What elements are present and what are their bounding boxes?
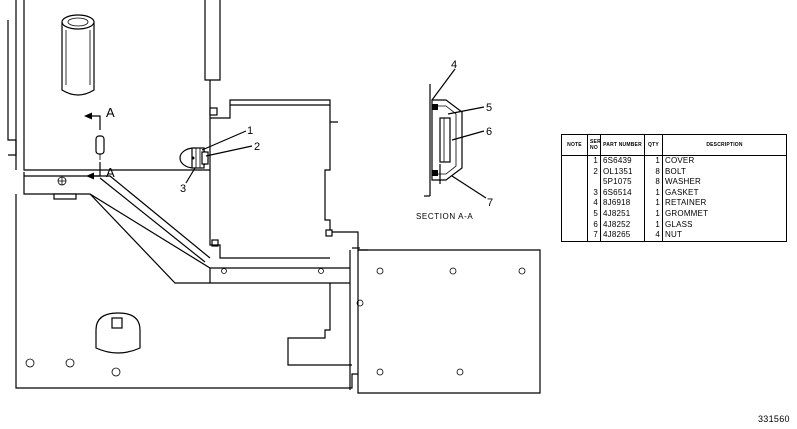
side-plate: [349, 247, 541, 394]
cell-part-number: OL1351: [600, 166, 645, 178]
table-header-row: NOTE SER NO PART NUMBER QTY DESCRIPTION: [561, 134, 787, 156]
cell-part-number: 6S6439: [600, 155, 645, 167]
cell-description: GASKET: [662, 187, 787, 199]
cell-part-number: 4J8265: [600, 230, 645, 242]
cell-ser-no: 6: [587, 219, 601, 231]
cell-description: NUT: [662, 230, 787, 242]
cell-qty: 1: [644, 208, 663, 220]
section-line: [84, 112, 105, 180]
callout-2: 2: [254, 141, 260, 153]
header-qty: QTY: [644, 134, 663, 156]
table-row: 6 4J8252 1 GLASS: [561, 219, 787, 231]
cell-description: RETAINER: [662, 198, 787, 209]
cell-part-number: 4J8251: [600, 208, 645, 220]
cell-note: [561, 198, 588, 209]
table-row: 5 4J8251 1 GROMMET: [561, 208, 787, 220]
header-ser-no: SER NO: [587, 134, 601, 156]
cell-note: [561, 166, 588, 178]
callout-7: 7: [487, 197, 493, 209]
view-marker-upper: A: [106, 105, 115, 120]
cell-note: [561, 187, 588, 199]
section-detail: [424, 68, 487, 199]
cell-note: [561, 155, 588, 167]
cell-qty: 8: [644, 177, 663, 188]
main-housing: [7, 0, 368, 389]
cell-description: COVER: [662, 155, 787, 167]
cell-description: BOLT: [662, 166, 787, 178]
header-note: NOTE: [561, 134, 588, 156]
cell-description: GLASS: [662, 219, 787, 231]
table-row: 7 4J8265 4 NUT: [561, 230, 787, 242]
cell-qty: 8: [644, 166, 663, 178]
cell-qty: 1: [644, 219, 663, 231]
cell-part-number: 4J8252: [600, 219, 645, 231]
table-row: 4 8J6918 1 RETAINER: [561, 198, 787, 209]
document-number: 331560: [758, 414, 790, 424]
cell-description: GROMMET: [662, 208, 787, 220]
cell-description: WASHER: [662, 177, 787, 188]
cell-qty: 1: [644, 155, 663, 167]
cell-note: [561, 219, 588, 231]
cell-part-number: 8J6918: [600, 198, 645, 209]
parts-list-table: NOTE SER NO PART NUMBER QTY DESCRIPTION …: [561, 134, 787, 242]
cell-ser-no: 4: [587, 198, 601, 209]
table-row: 3 6S6514 1 GASKET: [561, 187, 787, 199]
cell-qty: 4: [644, 230, 663, 242]
callout-3: 3: [180, 183, 186, 195]
table-row: 1 6S6439 1 COVER: [561, 155, 787, 167]
header-description: DESCRIPTION: [662, 134, 787, 156]
callout-1: 1: [247, 125, 253, 137]
cell-part-number: 6S6514: [600, 187, 645, 199]
cell-ser-no: 3: [587, 187, 601, 199]
cell-ser-no: 2: [587, 166, 601, 178]
cell-ser-no: 5: [587, 208, 601, 220]
cell-note: [561, 208, 588, 220]
cell-note: [561, 177, 588, 188]
cell-qty: 1: [644, 198, 663, 209]
callout-4: 4: [451, 59, 457, 71]
view-marker-lower: A: [106, 165, 115, 180]
sight-glass-cover: [179, 130, 253, 184]
table-row: 2 OL1351 8 BOLT: [561, 166, 787, 178]
callout-6: 6: [486, 126, 492, 138]
cell-ser-no: [587, 177, 601, 188]
cell-ser-no: 1: [587, 155, 601, 167]
cell-ser-no: 7: [587, 230, 601, 242]
cell-note: [561, 230, 588, 242]
header-part-number: PART NUMBER: [600, 134, 645, 156]
callout-5: 5: [486, 102, 492, 114]
section-caption: SECTION A-A: [416, 212, 473, 221]
cell-qty: 1: [644, 187, 663, 199]
cell-part-number: 5P1075: [600, 177, 645, 188]
table-row: 5P1075 8 WASHER: [561, 177, 787, 188]
